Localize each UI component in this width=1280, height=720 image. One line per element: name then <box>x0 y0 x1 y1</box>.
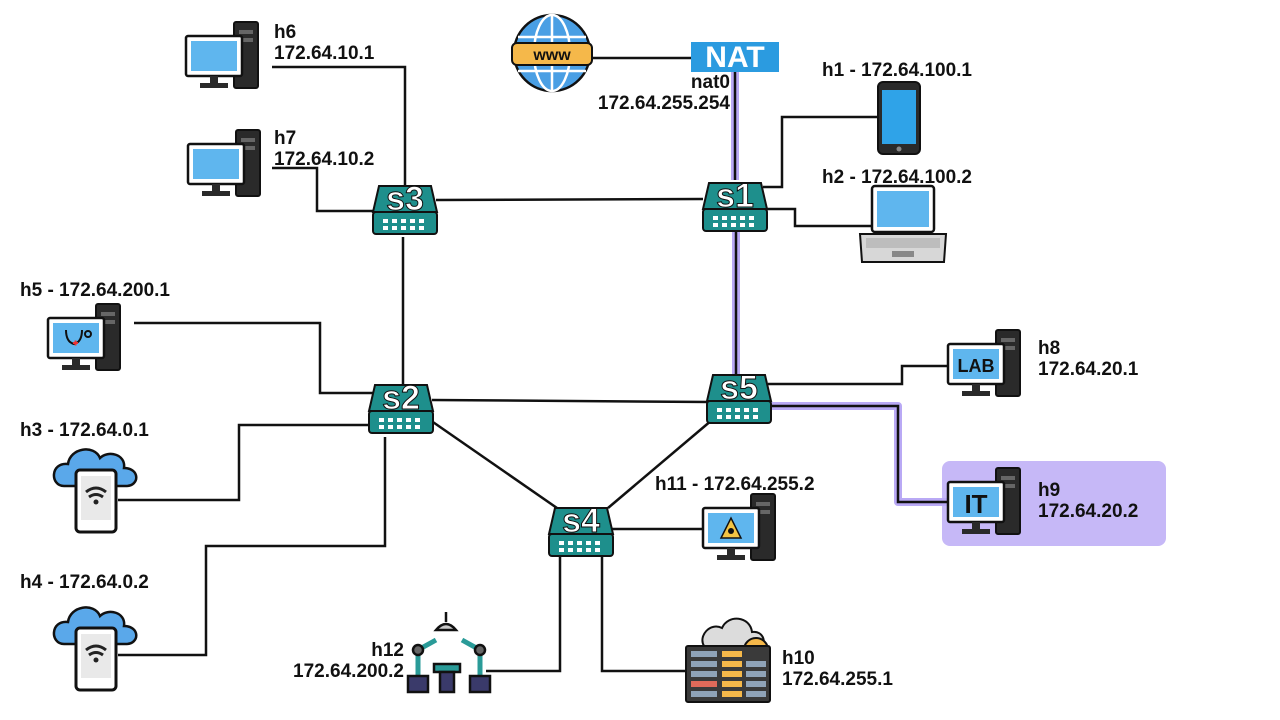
switch-s4[interactable]: s4 <box>548 502 614 557</box>
link-h5-s2 <box>134 321 378 395</box>
host-h2-label: h2 - 172.64.100.2 <box>822 167 972 188</box>
host-h6-computer-icon[interactable] <box>184 20 260 90</box>
host-h9-label: h9 172.64.20.2 <box>1038 480 1138 522</box>
link-s2-s4 <box>429 418 558 510</box>
host-h9-computer-icon[interactable]: IT <box>946 466 1022 536</box>
links <box>118 56 948 673</box>
host-h1-phone-icon[interactable] <box>877 81 921 155</box>
host-h10-ip: 172.64.255.1 <box>782 669 893 690</box>
link-s5-s4 <box>607 419 713 509</box>
host-h6-name: h6 <box>274 22 297 43</box>
host-h7-name: h7 <box>274 128 297 149</box>
host-h8-computer-icon[interactable]: LAB <box>946 328 1022 398</box>
host-h12-robot-arm-icon[interactable] <box>406 612 492 694</box>
link-h7-s3 <box>272 166 380 213</box>
link-s3-s1 <box>435 197 704 202</box>
host-h11-computer-icon[interactable] <box>701 492 777 562</box>
link-h4-s2 <box>118 437 387 657</box>
www-text: www <box>532 47 571 64</box>
host-h11-label: h11 - 172.64.255.2 <box>655 474 815 495</box>
switch-label-s4: s4 <box>562 502 600 540</box>
switch-s5[interactable]: s5 <box>706 369 772 424</box>
host-h2-laptop-icon[interactable] <box>858 184 948 263</box>
host-h8-label: h8 172.64.20.1 <box>1038 338 1138 380</box>
host-h9-name: h9 <box>1038 480 1061 501</box>
host-h8-ip: 172.64.20.1 <box>1038 359 1139 380</box>
host-h6-ip: 172.64.10.1 <box>274 43 375 64</box>
link-s4-h10 <box>600 557 686 673</box>
switch-label-s3: s3 <box>386 180 424 218</box>
host-h7-computer-icon[interactable] <box>186 128 262 198</box>
host-h3-label: h3 - 172.64.0.1 <box>20 420 149 441</box>
host-h12-label: h12 172.64.200.2 <box>250 640 404 682</box>
host-h1-label: h1 - 172.64.100.1 <box>822 60 972 81</box>
link-h3-s2 <box>118 423 375 502</box>
host-h9-ip: 172.64.20.2 <box>1038 501 1139 522</box>
switch-s1[interactable]: s1 <box>702 177 768 232</box>
host-h5-medical-computer-icon[interactable] <box>46 302 122 372</box>
host-h10-server-cloud-icon[interactable] <box>685 617 771 703</box>
nat-icon: NAT <box>691 41 779 74</box>
host-h10-label: h10 172.64.255.1 <box>782 648 893 690</box>
host-h12-ip: 172.64.200.2 <box>293 661 404 682</box>
nat-ip: 172.64.255.254 <box>597 93 730 114</box>
link-s1-h2 <box>766 207 872 228</box>
host-h10-name: h10 <box>782 648 815 669</box>
switch-label-s1: s1 <box>716 177 754 215</box>
host-h8-screen-text: LAB <box>958 356 995 376</box>
host-h12-name: h12 <box>371 640 404 661</box>
link-s1-h1 <box>763 115 878 189</box>
switch-s3[interactable]: s3 <box>372 180 438 235</box>
switch-label-s5: s5 <box>720 369 758 407</box>
host-h3-cloud-tablet-icon[interactable] <box>52 447 138 534</box>
link-s4-h12 <box>486 557 562 673</box>
nat-icon-text: NAT <box>705 41 764 74</box>
link-h6-s3 <box>272 65 407 185</box>
switch-label-s2: s2 <box>382 379 420 417</box>
globe-icon: www <box>511 13 593 93</box>
switch-s2[interactable]: s2 <box>368 379 434 434</box>
host-h4-label: h4 - 172.64.0.2 <box>20 572 149 593</box>
host-h9-screen-text: IT <box>964 489 987 519</box>
nat-name: nat0 <box>690 72 730 93</box>
host-h4-cloud-tablet-icon[interactable] <box>52 605 138 692</box>
host-h8-name: h8 <box>1038 338 1061 359</box>
nat-label: nat0 172.64.255.254 <box>560 72 730 114</box>
host-h6-label: h6 172.64.10.1 <box>274 22 374 64</box>
link-s2-s5 <box>431 398 711 404</box>
host-h5-label: h5 - 172.64.200.1 <box>20 280 170 301</box>
host-h7-label: h7 172.64.10.2 <box>274 128 374 170</box>
host-h7-ip: 172.64.10.2 <box>274 149 375 170</box>
link-s5-h8 <box>768 364 948 386</box>
